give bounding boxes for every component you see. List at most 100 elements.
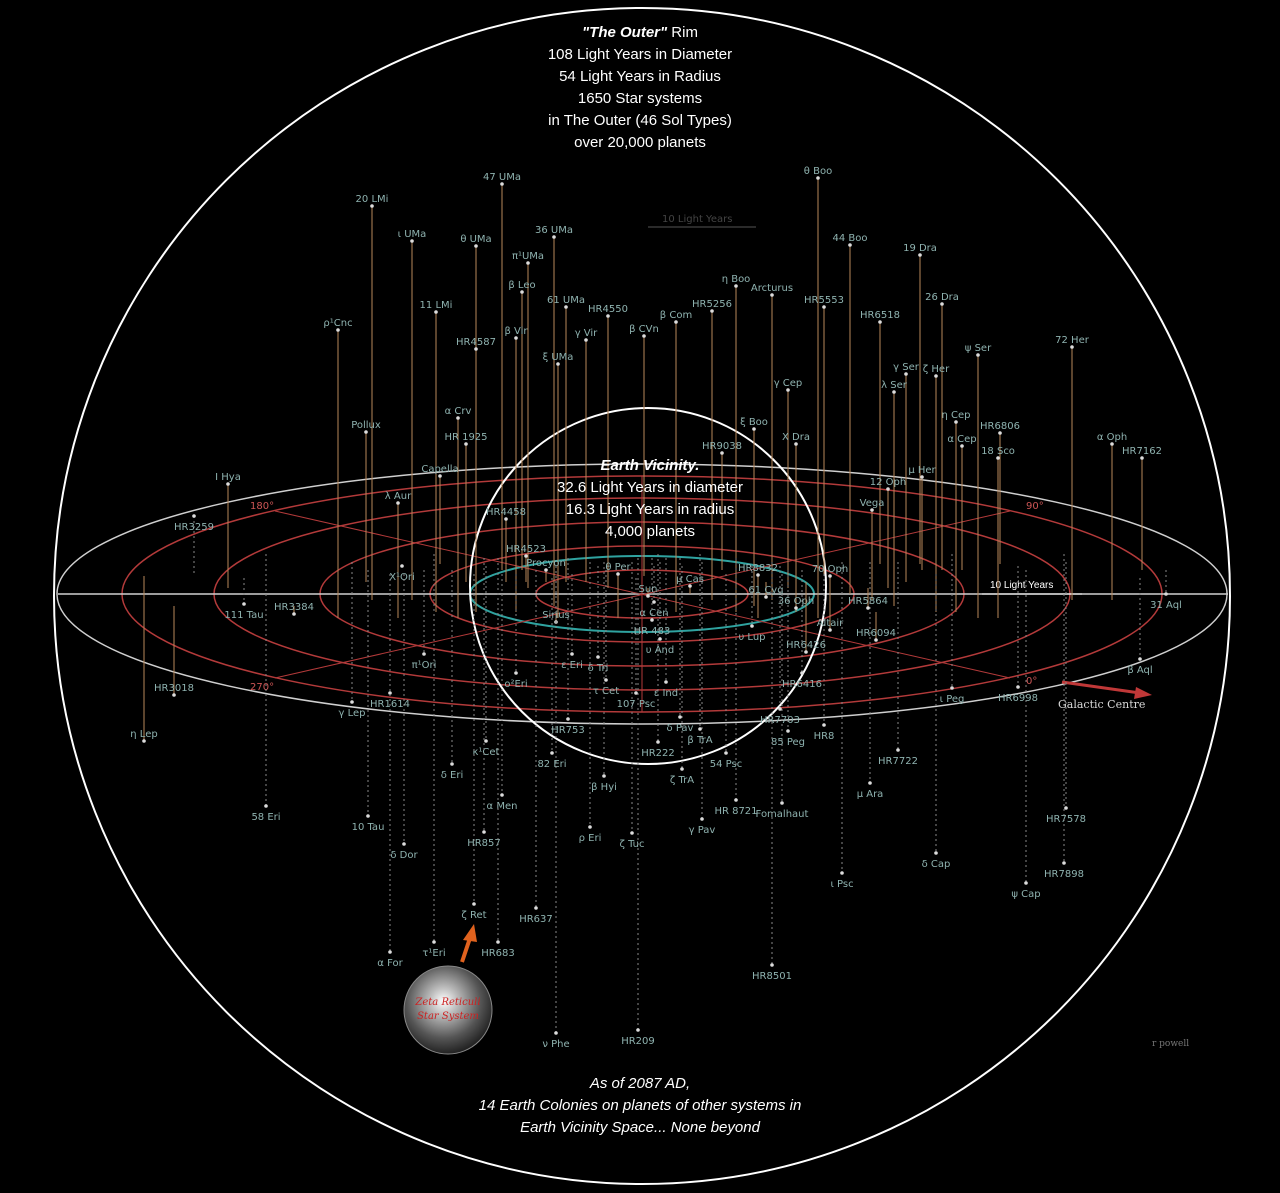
star-marker: 70 Oph	[812, 564, 848, 594]
star-label: HR 8721	[714, 806, 757, 817]
star-label: λ Ser	[881, 380, 908, 391]
star-dot	[226, 482, 230, 486]
star-dot	[656, 740, 660, 744]
star-dot	[896, 748, 900, 752]
star-marker: ι Psc	[830, 562, 854, 890]
star-dot	[484, 739, 488, 743]
star-marker: μ Cas	[676, 574, 704, 594]
star-dot	[450, 762, 454, 766]
star-label: HR683	[481, 948, 515, 959]
star-dot	[1016, 685, 1020, 689]
star-dot	[650, 618, 654, 622]
star-dot	[828, 628, 832, 632]
star-marker: ζ Ret	[461, 574, 487, 921]
star-dot	[636, 1028, 640, 1032]
star-label: ζ TrA	[670, 775, 694, 786]
footer-line: As of 2087 AD,	[589, 1075, 691, 1092]
star-dot	[720, 451, 724, 455]
star-dot	[678, 715, 682, 719]
star-dot	[878, 320, 882, 324]
star-label: μ Her	[908, 465, 936, 476]
star-label: θ Boo	[804, 166, 832, 177]
degree-label-270: 270°	[250, 682, 274, 693]
star-dot	[388, 691, 392, 695]
star-dot	[918, 253, 922, 257]
star-dot	[698, 727, 702, 731]
star-label: β Aql	[1127, 665, 1152, 676]
star-marker: Procyon	[526, 558, 566, 582]
star-dot	[172, 693, 176, 697]
header-line: 54 Light Years in Radius	[559, 68, 721, 85]
star-dot	[874, 638, 878, 642]
header-block: "The Outer" Rim 108 Light Years in Diame…	[440, 22, 840, 154]
star-label: 47 UMa	[483, 172, 521, 183]
star-dot	[584, 338, 588, 342]
star-marker: 36 Oph	[778, 596, 814, 612]
star-dot	[934, 374, 938, 378]
star-dot	[550, 751, 554, 755]
star-label: 61 Cyg	[748, 585, 783, 596]
star-dot	[664, 680, 668, 684]
star-dot	[828, 574, 832, 578]
star-label: HR3384	[274, 602, 314, 613]
star-marker: δ Dor	[390, 574, 418, 861]
star-dot	[364, 430, 368, 434]
star-marker: λ Aur	[385, 491, 412, 618]
star-marker: δ Eri	[441, 570, 463, 781]
star-dot	[1064, 806, 1068, 810]
star-dot	[950, 686, 954, 690]
star-dot	[520, 290, 524, 294]
star-dot	[642, 334, 646, 338]
star-dot	[616, 572, 620, 576]
star-dot	[482, 830, 486, 834]
star-label: γ Lep	[339, 708, 366, 719]
star-marker: HR6806	[980, 421, 1020, 564]
star-marker: β CVn	[629, 324, 659, 576]
star-marker: ν Phe	[542, 566, 570, 1050]
star-marker: HR753	[551, 558, 585, 736]
star-label: HR6094	[856, 628, 896, 639]
header-line: 1650 Star systems	[577, 90, 703, 107]
star-dot	[438, 474, 442, 478]
star-dot	[566, 717, 570, 721]
star-marker: HR8	[814, 574, 834, 742]
star-dot	[1110, 442, 1114, 446]
galactic-centre-arrow-head	[1134, 687, 1152, 699]
star-dot	[700, 817, 704, 821]
star-label: ζ Tuc	[619, 839, 644, 850]
star-dot	[848, 243, 852, 247]
header-title-rest: Rim	[667, 24, 698, 41]
star-label: HR 1925	[444, 432, 487, 443]
star-label: β Hyi	[591, 782, 617, 793]
star-dot	[868, 781, 872, 785]
star-marker: HR222	[641, 554, 675, 759]
star-label: HR4523	[506, 544, 546, 555]
star-marker: ρ Eri	[579, 562, 601, 844]
star-marker: ζ TrA	[670, 566, 694, 786]
star-label: β CVn	[629, 324, 659, 335]
star-label: HR 483	[634, 626, 671, 637]
star-marker: HR7898	[1044, 554, 1084, 880]
star-dot	[680, 767, 684, 771]
star-marker: 12 Oph	[870, 477, 906, 588]
star-label: 70 Oph	[812, 564, 848, 575]
star-marker: Fomalhaut	[756, 574, 809, 820]
star-label: ψ Cap	[1011, 889, 1040, 900]
earth-vicinity-title: Earth Vicinity.	[600, 457, 700, 474]
star-label: HR8501	[752, 971, 792, 982]
star-label: τ¹Eri	[422, 948, 445, 959]
star-marker: 44 Boo	[833, 233, 868, 594]
star-label: 18 Sco	[981, 446, 1015, 457]
star-dot	[564, 305, 568, 309]
star-label: Sun	[638, 584, 657, 595]
earth-vicinity-block: Earth Vicinity. 32.6 Light Years in diam…	[500, 455, 800, 543]
star-marker: HR6518	[860, 310, 900, 564]
star-marker: η Lep	[130, 576, 158, 743]
star-label: ξ Boo	[740, 417, 768, 428]
star-label: HR6806	[980, 421, 1020, 432]
header-title-quoted: "The Outer"	[582, 24, 668, 41]
star-dot	[822, 723, 826, 727]
star-marker: 19 Dra	[903, 243, 937, 564]
star-dot	[960, 444, 964, 448]
